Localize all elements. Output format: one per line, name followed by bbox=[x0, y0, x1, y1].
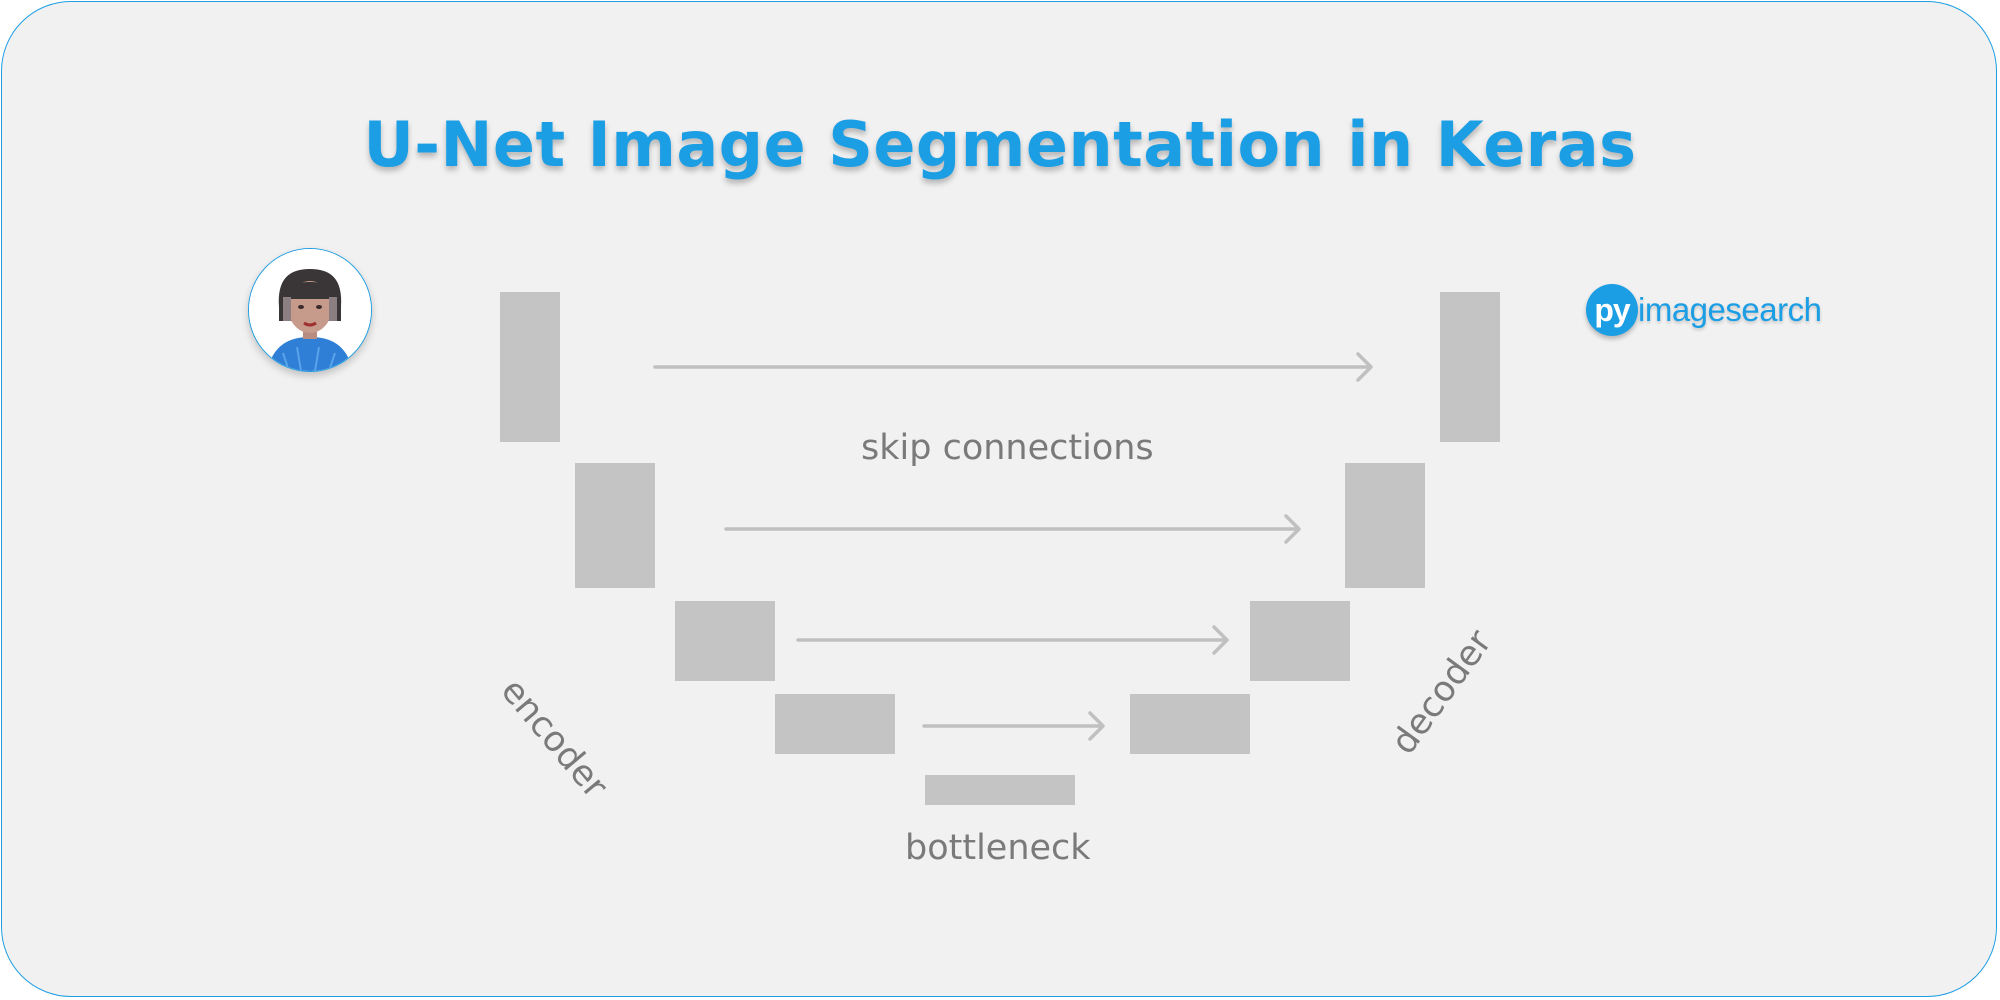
decoder-block-3 bbox=[1250, 601, 1350, 681]
logo-wordmark: imagesearch bbox=[1638, 291, 1822, 328]
skip-arrow-4 bbox=[922, 711, 1105, 741]
avatar-illustration bbox=[249, 249, 371, 371]
encoder-block-4 bbox=[775, 694, 895, 754]
encoder-block-3 bbox=[675, 601, 775, 681]
author-avatar bbox=[248, 248, 372, 372]
skip-arrow-3 bbox=[796, 625, 1229, 655]
decoder-block-1 bbox=[1440, 292, 1500, 442]
bottleneck-label: bottleneck bbox=[905, 828, 1091, 868]
logo-badge: py bbox=[1586, 284, 1638, 336]
encoder-block-2 bbox=[575, 463, 655, 588]
skip-arrow-1 bbox=[653, 352, 1373, 382]
bottleneck-block bbox=[925, 775, 1075, 805]
decoder-block-4 bbox=[1130, 694, 1250, 754]
skip-arrow-2 bbox=[724, 514, 1301, 544]
decoder-block-2 bbox=[1345, 463, 1425, 588]
skip-connections-label: skip connections bbox=[861, 428, 1154, 468]
page-title: U-Net Image Segmentation in Keras bbox=[363, 108, 1637, 181]
pyimagesearch-logo: py imagesearch bbox=[1586, 282, 1822, 338]
encoder-block-1 bbox=[500, 292, 560, 442]
